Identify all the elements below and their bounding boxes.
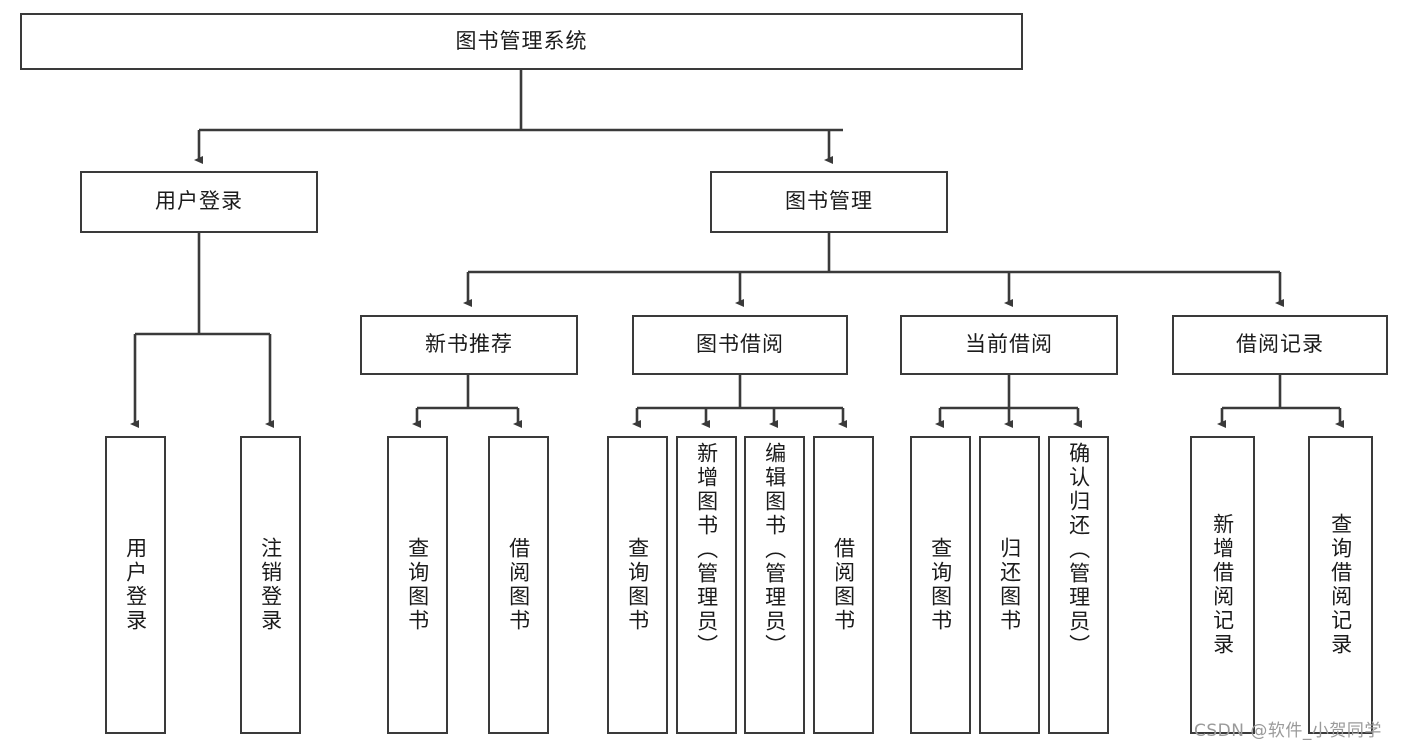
node-label: 当前借阅 [965,332,1053,357]
node-label: 查询图书 [405,537,430,633]
node-label: 用户登录 [155,189,243,214]
leaf-user-login[interactable]: 用户登录 [105,436,166,734]
leaf-add-book-admin[interactable]: 新增图书（管理员） [676,436,737,734]
csdn-watermark: CSDN @软件_小贺同学 [1194,721,1382,741]
node-label: 用户登录 [123,537,148,633]
node-root-system[interactable]: 图书管理系统 [20,13,1023,70]
node-borrow-record[interactable]: 借阅记录 [1172,315,1388,375]
leaf-borrow-book-recommend[interactable]: 借阅图书 [488,436,549,734]
node-new-book-recommend[interactable]: 新书推荐 [360,315,578,375]
node-label: 注销登录 [258,537,283,633]
node-book-borrow[interactable]: 图书借阅 [632,315,848,375]
leaf-add-borrow-record[interactable]: 新增借阅记录 [1190,436,1255,734]
leaf-query-book-recommend[interactable]: 查询图书 [387,436,448,734]
leaf-return-book[interactable]: 归还图书 [979,436,1040,734]
node-current-borrow[interactable]: 当前借阅 [900,315,1118,375]
node-label: 借阅记录 [1236,332,1324,357]
node-label: 查询图书 [928,537,953,633]
node-label: 查询借阅记录 [1328,513,1353,657]
leaf-query-book-borrow[interactable]: 查询图书 [607,436,668,734]
node-label: 图书管理 [785,189,873,214]
leaf-query-borrow-record[interactable]: 查询借阅记录 [1308,436,1373,734]
node-label: 编辑图书（管理员） [762,442,787,658]
node-label: 图书管理系统 [455,28,588,53]
node-label: 借阅图书 [506,537,531,633]
node-label: 新增图书（管理员） [694,442,719,658]
leaf-logout[interactable]: 注销登录 [240,436,301,734]
leaf-confirm-return-admin[interactable]: 确认归还（管理员） [1048,436,1109,734]
leaf-edit-book-admin[interactable]: 编辑图书（管理员） [744,436,805,734]
node-book-management[interactable]: 图书管理 [710,171,948,233]
node-label: 确认归还（管理员） [1066,442,1091,658]
node-label: 新增借阅记录 [1210,513,1235,657]
leaf-query-book-current[interactable]: 查询图书 [910,436,971,734]
node-label: 查询图书 [625,537,650,633]
node-label: 图书借阅 [696,332,784,357]
node-label: 借阅图书 [831,537,856,633]
node-label: 归还图书 [997,537,1022,633]
node-user-login[interactable]: 用户登录 [80,171,318,233]
leaf-borrow-book[interactable]: 借阅图书 [813,436,874,734]
node-label: 新书推荐 [425,332,513,357]
